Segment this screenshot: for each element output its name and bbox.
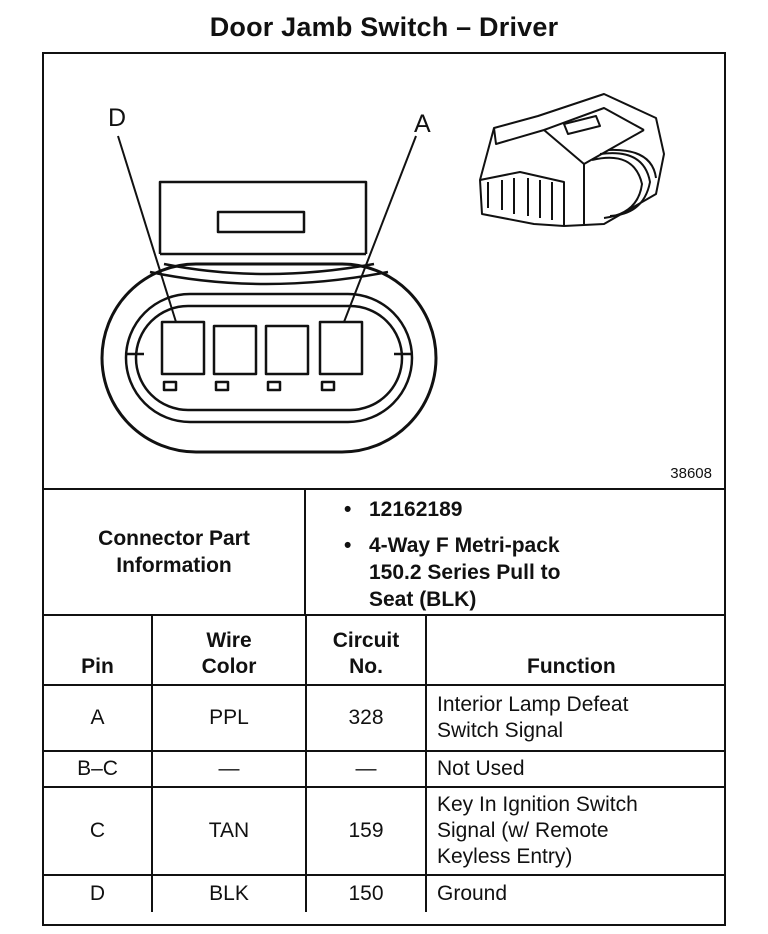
cell-pin: D — [44, 874, 153, 912]
header-wire-color: Wire Color — [151, 616, 307, 686]
page-title: Door Jamb Switch – Driver — [209, 12, 559, 42]
cell-wire-color: PPL — [151, 684, 307, 752]
cavity-d — [160, 320, 206, 376]
cell-function: Key In Ignition Switch Signal (w/ Remote… — [425, 786, 724, 876]
connector-info-list: • 12162189 • 4-Way F Metri-pack 150.2 Se… — [306, 490, 724, 614]
cell-circuit-no: 328 — [305, 684, 427, 752]
cell-function: Interior Lamp Defeat Switch Signal — [425, 684, 724, 752]
bullet-icon: • — [344, 498, 352, 521]
connector-card: D A 38608 Connector Part Information • 1… — [42, 52, 726, 926]
header-circuit-no: Circuit No. — [305, 616, 427, 686]
cavity-a — [318, 320, 364, 376]
connector-description: 4-Way F Metri-pack 150.2 Series Pull to … — [369, 534, 561, 611]
cavity-b — [264, 324, 310, 376]
table-header-row: Pin Wire Color Circuit No. Function — [44, 616, 724, 686]
cell-wire-color: TAN — [151, 786, 307, 876]
header-function: Function — [425, 616, 724, 686]
figure-number: 38608 — [670, 465, 712, 482]
table-row: D BLK 150 Ground — [44, 874, 724, 912]
table-row: C TAN 159 Key In Ignition Switch Signal … — [44, 786, 724, 876]
cell-circuit-no: 159 — [305, 786, 427, 876]
cell-wire-color: BLK — [151, 874, 307, 912]
pinout-table: Pin Wire Color Circuit No. Function A PP… — [44, 616, 724, 912]
cell-pin: C — [44, 786, 153, 876]
cell-function: Ground — [425, 874, 724, 912]
connector-info-heading: Connector Part Information — [44, 490, 306, 614]
header-pin: Pin — [44, 616, 153, 686]
cell-circuit-no: — — [305, 750, 427, 788]
pin-label-d: D — [108, 104, 126, 132]
connector-diagram: D A 38608 — [44, 54, 724, 488]
connector-face-drawing: D A — [100, 93, 665, 454]
cell-wire-color: — — [151, 750, 307, 788]
cell-function: Not Used — [425, 750, 724, 788]
pin-label-a: A — [414, 110, 431, 138]
cell-circuit-no: 150 — [305, 874, 427, 912]
table-row: B–C — — Not Used — [44, 750, 724, 788]
connector-part-info: Connector Part Information • 12162189 • … — [44, 488, 724, 616]
connector-info-item: • 12162189 — [344, 496, 724, 523]
cell-pin: A — [44, 684, 153, 752]
bullet-icon: • — [344, 534, 352, 557]
connector-info-item: • 4-Way F Metri-pack 150.2 Series Pull t… — [344, 532, 724, 613]
table-row: A PPL 328 Interior Lamp Defeat Switch Si… — [44, 684, 724, 752]
part-number: 12162189 — [369, 498, 463, 521]
cell-pin: B–C — [44, 750, 153, 788]
connector-isometric-drawing — [479, 93, 665, 227]
cavity-c — [212, 324, 258, 376]
